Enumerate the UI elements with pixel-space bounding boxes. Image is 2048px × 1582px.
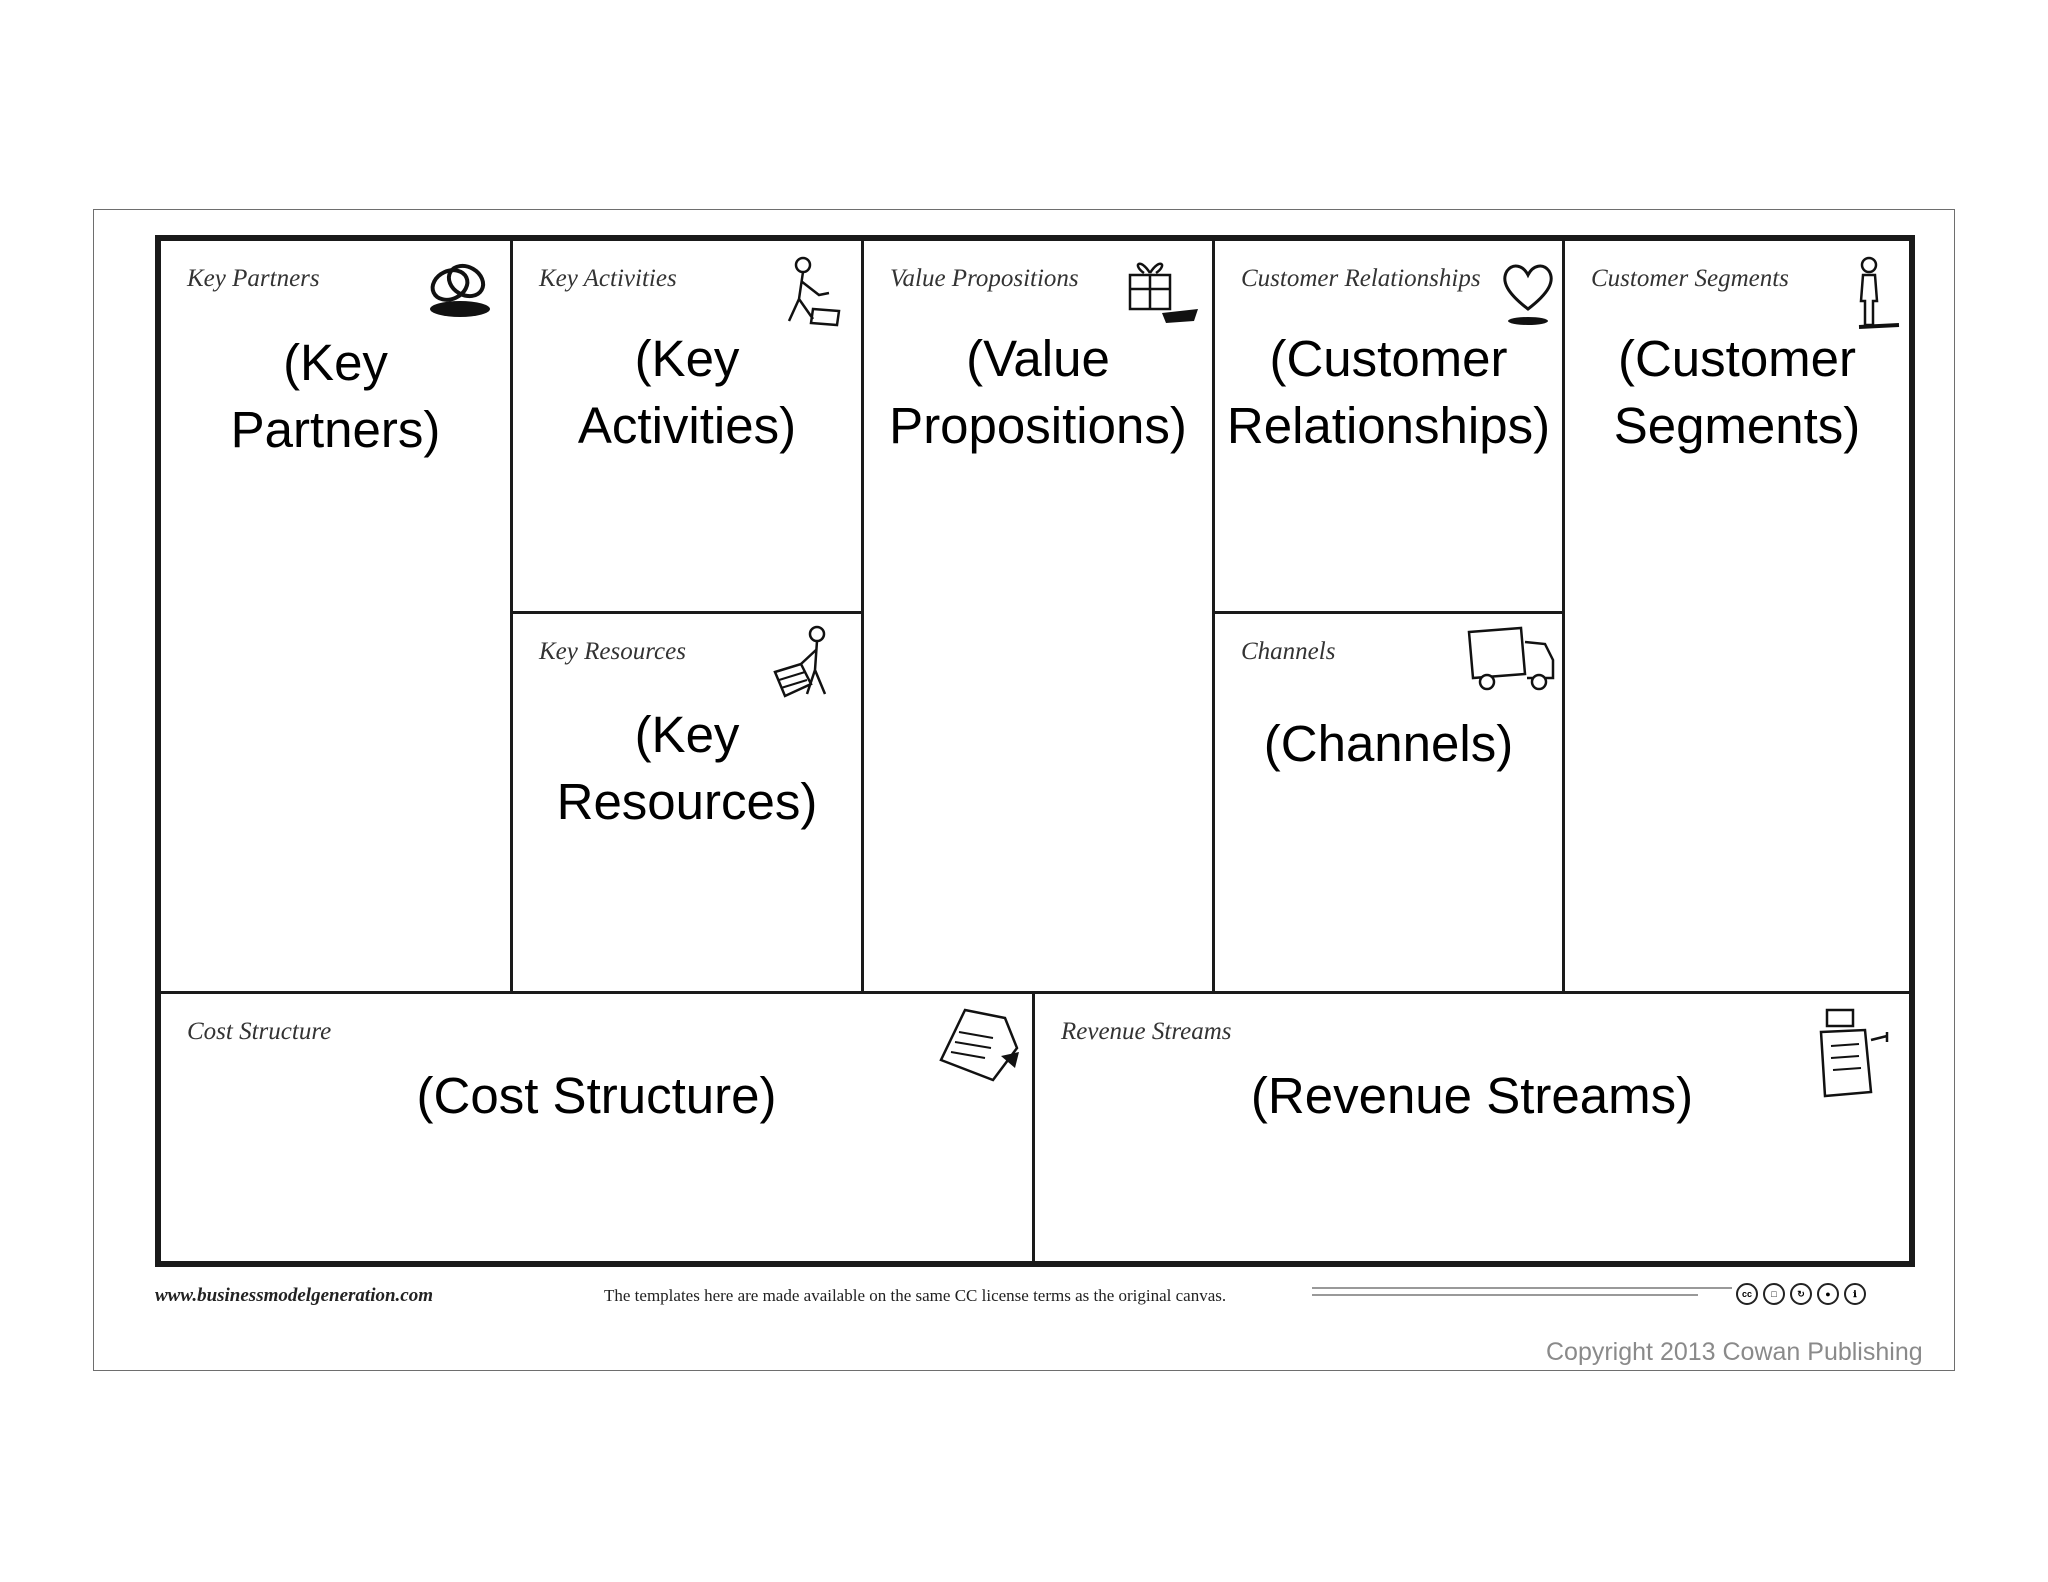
key-resources-value-line2: Resources)	[556, 773, 818, 830]
value-propositions-value-line1: (Value	[966, 330, 1110, 387]
value-propositions-title: Value Propositions	[890, 265, 1079, 292]
channels-block: Channels (Channels)	[1212, 614, 1562, 991]
key-partners-value-line1: (Key	[283, 334, 388, 391]
value-propositions-value: (Value Propositions)	[864, 325, 1212, 459]
key-resources-value-line1: (Key	[634, 706, 740, 763]
channels-value: (Channels)	[1215, 710, 1562, 777]
customer-relationships-value-line2: Relationships)	[1226, 397, 1551, 454]
revenue-streams-value-line1: (Revenue Streams)	[1250, 1067, 1694, 1124]
heart-icon	[1503, 264, 1553, 325]
key-activities-value-line1: (Key	[634, 330, 740, 387]
customer-relationships-block: Customer Relationships (Customer Relatio…	[1212, 241, 1562, 614]
cc-license-badges: cc □ ↻ ● ℹ	[1736, 1283, 1866, 1305]
cost-structure-value: (Cost Structure)	[161, 1062, 1032, 1129]
person-icon	[1858, 256, 1900, 329]
key-resources-title: Key Resources	[539, 638, 686, 665]
slide-frame	[93, 209, 1955, 1371]
cash-register-icon	[1819, 1008, 1889, 1098]
key-resources-value: (Key Resources)	[513, 701, 861, 835]
revenue-streams-value: (Revenue Streams)	[1035, 1062, 1909, 1129]
business-model-canvas: Key Partners (Key Partners) Key Activiti…	[155, 235, 1915, 1267]
key-partners-value-line2: Partners)	[230, 401, 441, 458]
key-resources-block: Key Resources (Key Resources)	[510, 614, 861, 991]
customer-relationships-value: (Customer Relationships)	[1215, 325, 1562, 459]
key-activities-value-line2: Activities)	[577, 397, 797, 454]
customer-segments-value: (Customer Segments)	[1565, 325, 1909, 459]
customer-segments-block: Customer Segments (Customer Segments)	[1562, 241, 1909, 991]
price-tag-icon	[939, 1008, 1019, 1082]
delivery-truck-icon	[1467, 626, 1555, 691]
customer-segments-value-line2: Segments)	[1613, 397, 1861, 454]
cost-structure-value-line1: (Cost Structure)	[416, 1067, 777, 1124]
channels-value-line1: (Channels)	[1263, 715, 1514, 772]
footer-license-note: The templates here are made available on…	[604, 1286, 1227, 1305]
channels-title: Channels	[1241, 638, 1336, 665]
revenue-streams-title: Revenue Streams	[1061, 1018, 1232, 1045]
value-propositions-value-line2: Propositions)	[889, 397, 1187, 454]
revenue-streams-block: Revenue Streams (Revenue Streams)	[1032, 991, 1909, 1261]
customer-relationships-value-line1: (Customer	[1269, 330, 1508, 387]
customer-segments-value-line1: (Customer	[1617, 330, 1857, 387]
footer-url: www.businessmodelgeneration.com	[155, 1285, 433, 1306]
cost-structure-block: Cost Structure (Cost Structure)	[161, 991, 1032, 1261]
customer-segments-title: Customer Segments	[1591, 265, 1789, 292]
copyright-note: Copyright 2013 Cowan Publishing	[1546, 1338, 1923, 1366]
key-activities-title: Key Activities	[539, 265, 677, 292]
customer-relationships-title: Customer Relationships	[1241, 265, 1481, 292]
chain-links-icon	[430, 263, 490, 317]
attribution-icon: ℹ	[1844, 1283, 1866, 1305]
cost-structure-title: Cost Structure	[187, 1018, 332, 1045]
remix-icon: ↻	[1790, 1283, 1812, 1305]
share-icon: □	[1763, 1283, 1785, 1305]
commercial-icon: ●	[1817, 1283, 1839, 1305]
key-partners-title: Key Partners	[187, 265, 320, 292]
worker-icon	[787, 256, 841, 327]
key-partners-value: (Key Partners)	[161, 329, 510, 463]
value-propositions-block: Value Propositions (Value Propositions)	[861, 241, 1212, 991]
gift-box-icon	[1128, 262, 1198, 323]
resources-worker-icon	[773, 625, 827, 698]
key-partners-block: Key Partners (Key Partners)	[161, 241, 510, 991]
license-fine-print	[1312, 1287, 1732, 1305]
key-activities-value: (Key Activities)	[513, 325, 861, 459]
cc-icon: cc	[1736, 1283, 1758, 1305]
key-activities-block: Key Activities (Key Activities)	[510, 241, 861, 614]
